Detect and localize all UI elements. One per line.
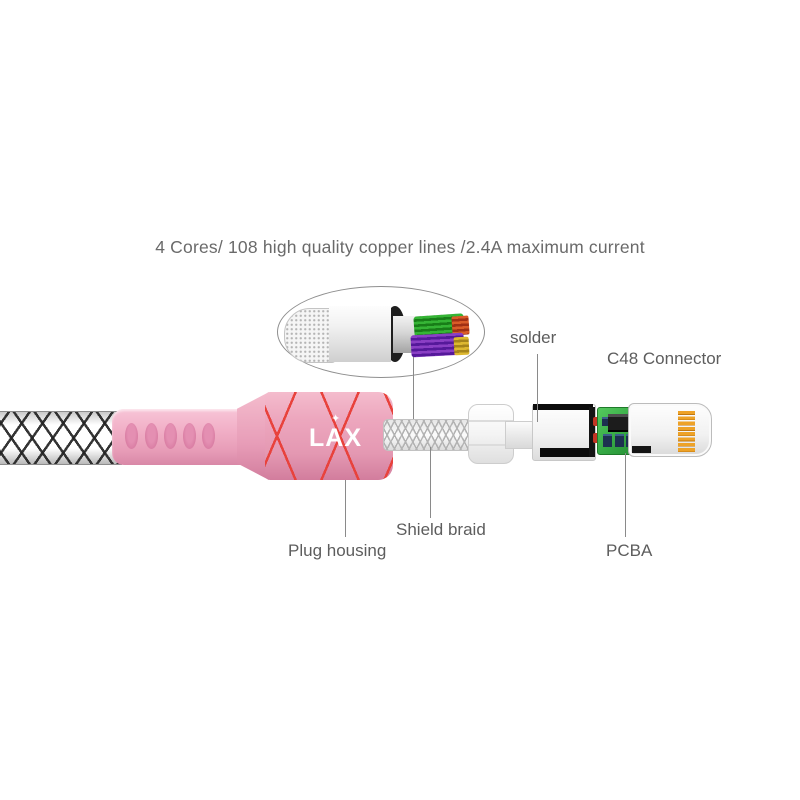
cross-section-jacket — [329, 306, 391, 362]
strain-relief-dimple — [202, 423, 215, 449]
solder-leader-line — [537, 354, 538, 422]
crimp-groove — [469, 444, 513, 446]
crimp-groove — [469, 420, 513, 422]
strain-relief-dimple — [164, 423, 177, 449]
plug-housing-label: Plug housing — [288, 541, 387, 560]
solder-wire-red — [593, 417, 600, 426]
connector-black-bar — [632, 446, 651, 453]
plug-housing-leader-line — [345, 480, 346, 537]
cross-section-braid-sheath — [284, 308, 336, 363]
solder-end-cap — [589, 407, 595, 457]
capacitor — [603, 434, 612, 447]
pcba-leader-line — [625, 453, 626, 537]
shield-braid-leader-line — [430, 447, 431, 518]
pcba-label: PCBA — [606, 541, 653, 560]
housing-flare — [237, 392, 269, 480]
ic-chip — [608, 414, 629, 432]
shield-braid-wire — [383, 419, 477, 451]
solder-band-bottom — [540, 448, 593, 457]
braided-cable — [0, 411, 122, 465]
solder-band-top — [533, 404, 593, 410]
strain-relief-dimple — [145, 423, 158, 449]
page-title: 4 Cores/ 108 high quality copper lines /… — [155, 237, 645, 257]
strain-relief-dimple — [183, 423, 196, 449]
connector-gold-pins — [678, 411, 695, 453]
lax-logo-star-icon: ✦ — [331, 413, 341, 425]
capacitor — [615, 434, 624, 447]
wire-tip-yellow — [453, 336, 470, 356]
c48-connector-label: C48 Connector — [607, 349, 722, 368]
magnifier-pointer-line — [413, 357, 414, 430]
strain-relief-dimple — [125, 423, 138, 449]
shield-braid-label: Shield braid — [396, 520, 486, 539]
solder-label: solder — [510, 328, 557, 347]
plug-housing-body: LAX ✦ — [265, 392, 393, 480]
lax-logo: LAX — [309, 424, 362, 452]
capacitor — [602, 417, 608, 426]
solder-wire-red — [593, 433, 600, 443]
